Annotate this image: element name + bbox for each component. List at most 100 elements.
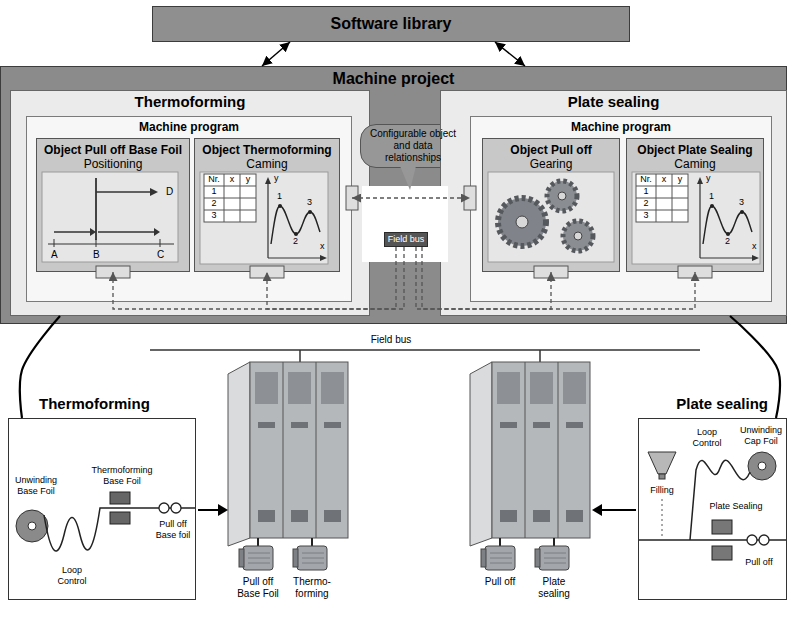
connector [422,247,695,309]
label-holder: 1 [277,192,282,202]
label-holder: B [93,249,100,261]
diagram-label: 3 [307,198,312,208]
label-holder: y [672,175,688,185]
node-text: Filling [643,485,681,496]
diagram-label: Plate sealing [530,576,578,600]
diagram-label: Pull off [476,576,524,588]
text-holder: Machine program [475,120,767,134]
diagram-label: x [320,242,325,252]
diagram-label: 2 [293,237,298,247]
diagram-label: 1 [277,192,282,202]
connector [113,247,396,309]
text-holder: Machine project [4,69,783,88]
text-holder: Configurable object and data relationshi… [365,128,461,164]
arrow-symbol [592,504,602,516]
label-holder: Nr. [636,175,656,185]
diagram-label: 3 [739,198,744,208]
text-holder: Object Pull off [488,143,614,157]
label-holder: Pull off [476,576,524,588]
text-holder: Object Pull off Base Foil [42,143,184,157]
diagram-label: 1 [636,187,656,197]
label-holder: 3 [636,211,656,221]
label-holder: C [157,249,164,261]
connector [267,247,404,309]
tag-box: Configurable object and data relationshi… [360,124,466,168]
caming-illustration [632,172,760,264]
drive-unit [470,362,590,546]
diagram-label: y [672,175,688,185]
label-holder: 1 [636,187,656,197]
label-holder: A [51,249,58,261]
label-holder: D [166,186,173,198]
connector [495,42,525,66]
diagram-label: 2 [725,237,730,247]
diagram-label: x [224,175,240,185]
diagram-label: 1 [709,192,714,202]
node-title: Thermoforming [14,93,366,111]
label-holder: x [752,242,757,252]
node-title: Configurable object and data relationshi… [365,128,461,164]
text-holder: Software library [156,14,626,33]
diagram-label: y [240,175,256,185]
node-title: Field bus [386,234,426,245]
node-text: Loop Control [687,427,727,449]
node-text: Caming [632,157,758,171]
node-title: Software library [156,14,626,33]
gearing-illustration [488,172,614,262]
node-text: Pull off [739,557,779,568]
caming-illustration [200,172,328,264]
node-title: Machine program [475,120,767,134]
label-holder: x [320,242,325,252]
diagram-label: C [157,249,164,261]
diagram-label: D [166,186,173,198]
label-holder: Nr. [204,175,224,185]
label-holder: Field bus [366,334,416,346]
connector [262,42,290,66]
node-text: Unwinding Base Foil [11,475,61,497]
text-holder: Caming [632,157,758,171]
text-holder: Object Thermoforming [200,143,334,157]
text-holder: Pull off [739,557,779,568]
connector [20,316,60,418]
label-holder: y [706,174,711,184]
text-holder: Field bus [386,234,426,245]
arrow-symbol [198,509,220,511]
text-holder: Unwinding Base Foil [11,475,61,497]
label-holder: 1 [709,192,714,202]
arrow-symbol [600,509,636,511]
node-text: Unwinding Cap Foil [737,425,785,447]
label-holder: 1 [204,187,224,197]
text-holder: Loop Control [53,565,91,587]
node-title: Object Pull off Base Foil [42,143,184,157]
arrow-symbol [218,504,228,516]
diagram-label: 3 [204,211,224,221]
plate-sealing-process [639,452,786,560]
diagram-label: 2 [204,199,224,209]
diagram-label: Thermo- forming [288,576,336,600]
node-title: Object Thermoforming [200,143,334,157]
node-text: Gearing [488,157,614,171]
label-holder: 2 [293,237,298,247]
motor-symbol [239,546,273,570]
node-text: Plate Sealing [703,501,769,512]
node-text: Loop Control [53,565,91,587]
label-holder: 2 [636,199,656,209]
diagram-label: x [752,242,757,252]
text-holder: Plate sealing [676,395,768,413]
node-text: Thermoforming Base Foil [89,465,155,487]
text-holder: Object Plate Sealing [632,143,758,157]
diagram-label: x [656,175,672,185]
thermoforming-process [16,492,195,551]
positioning-illustration [42,172,178,262]
node-title: Object Plate Sealing [632,143,758,157]
text-holder: Plate Sealing [703,501,769,512]
label-holder: 3 [739,198,744,208]
drive-unit [228,362,348,546]
node-text: Positioning [42,157,184,171]
node-title: Machine program [31,120,347,134]
text-holder: Thermoforming [39,395,150,413]
diagram-label: Nr. [204,175,224,185]
text-holder: Unwinding Cap Foil [737,425,785,447]
